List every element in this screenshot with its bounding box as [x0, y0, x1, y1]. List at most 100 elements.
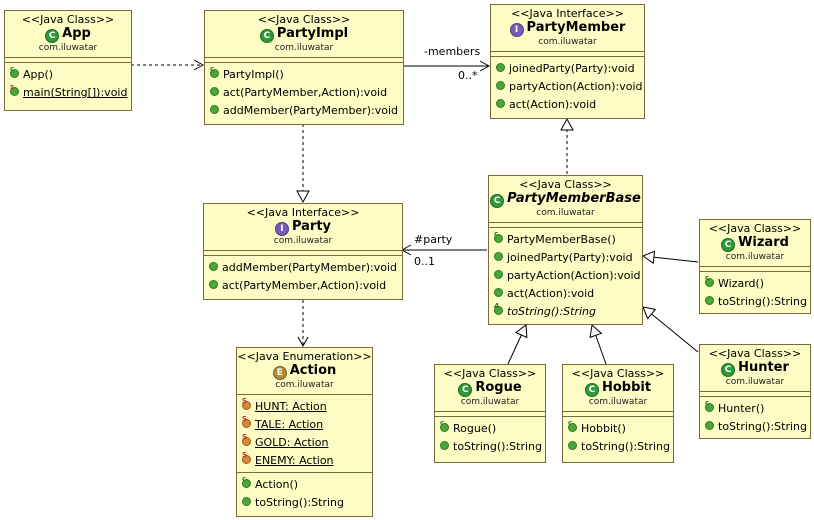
class-name: App [62, 26, 91, 41]
class-icon: C [584, 383, 599, 397]
methods-section: joinedParty(Party):void partyAction(Acti… [491, 56, 644, 116]
public-method-icon [494, 270, 503, 279]
class-name: PartyMemberBase [507, 191, 641, 206]
public-method-icon [496, 99, 505, 108]
public-method-icon [494, 288, 503, 297]
stereotype: <<Java Class>> [708, 347, 802, 360]
fields-section [700, 391, 810, 396]
public-method-icon [705, 403, 714, 412]
public-method-icon [210, 105, 219, 114]
class-name: Action [289, 363, 337, 378]
method-row: toString():String [700, 418, 810, 436]
package-name: com.iluwatar [273, 236, 333, 246]
generalization-wizard [641, 250, 699, 265]
generalization-hobbit [589, 324, 607, 365]
fields-section [491, 51, 644, 56]
fields-section [700, 266, 810, 271]
static-final-field-icon [242, 455, 251, 464]
stereotype: <<Java Enumeration>> [237, 350, 372, 363]
method-row: joinedParty(Party):void [489, 249, 642, 267]
public-method-icon [440, 423, 449, 432]
generalization-hunter [642, 306, 699, 353]
method-row: addMember(PartyMember):void [204, 259, 402, 277]
party-multiplicity-label: 0..1 [414, 255, 435, 268]
public-method-icon [210, 87, 219, 96]
static-final-field-icon [242, 419, 251, 428]
party-role-label: #party [414, 233, 453, 246]
method-row: partyAction(Action):void [489, 267, 642, 285]
static-final-field-icon [242, 401, 251, 410]
class-name: Wizard [738, 235, 789, 250]
class-name: Hunter [738, 360, 789, 375]
class-name: Hobbit [601, 380, 652, 395]
public-method-icon [494, 306, 503, 315]
public-method-icon [494, 252, 503, 261]
method-row: toString():String [237, 494, 372, 512]
method-row: act(Action):void [491, 96, 644, 114]
enum-icon: E [272, 366, 287, 380]
public-method-icon [568, 441, 577, 450]
package-name: com.iluwatar [588, 397, 648, 407]
stereotype: <<Java Class>> [571, 367, 665, 380]
package-name: com.iluwatar [536, 208, 595, 218]
class-icon: C [458, 383, 473, 397]
class-name: Party [291, 219, 332, 234]
public-method-icon [209, 262, 218, 271]
public-method-icon [440, 441, 449, 450]
class-icon: C [259, 29, 274, 43]
class-icon: C [721, 238, 736, 252]
fields-section [205, 57, 403, 62]
class-name: PartyImpl [276, 26, 349, 41]
method-row: act(Action):void [489, 285, 642, 303]
members-role-label: -members [424, 45, 481, 58]
fields-section [204, 250, 402, 255]
method-row: toString():String [563, 438, 673, 456]
class-icon: C [721, 363, 736, 377]
public-method-icon [568, 423, 577, 432]
package-name: com.iluwatar [538, 37, 597, 47]
public-method-icon [705, 296, 714, 305]
public-method-icon [705, 278, 714, 287]
generalization-rogue [507, 324, 528, 365]
public-method-icon [242, 479, 251, 488]
methods-section: addMember(PartyMember):void act(PartyMem… [204, 255, 402, 297]
package-name: com.iluwatar [38, 43, 98, 53]
method-row: partyAction(Action):void [491, 78, 644, 96]
package-name: com.iluwatar [725, 377, 785, 387]
stereotype: <<Java Class>> [257, 13, 351, 26]
public-method-icon [242, 497, 251, 506]
package-name: com.iluwatar [460, 397, 520, 407]
stereotype: <<Java Class>> [21, 13, 115, 26]
stereotype: <<Java Class>> [519, 178, 612, 191]
stereotype: <<Java Class>> [708, 222, 802, 235]
